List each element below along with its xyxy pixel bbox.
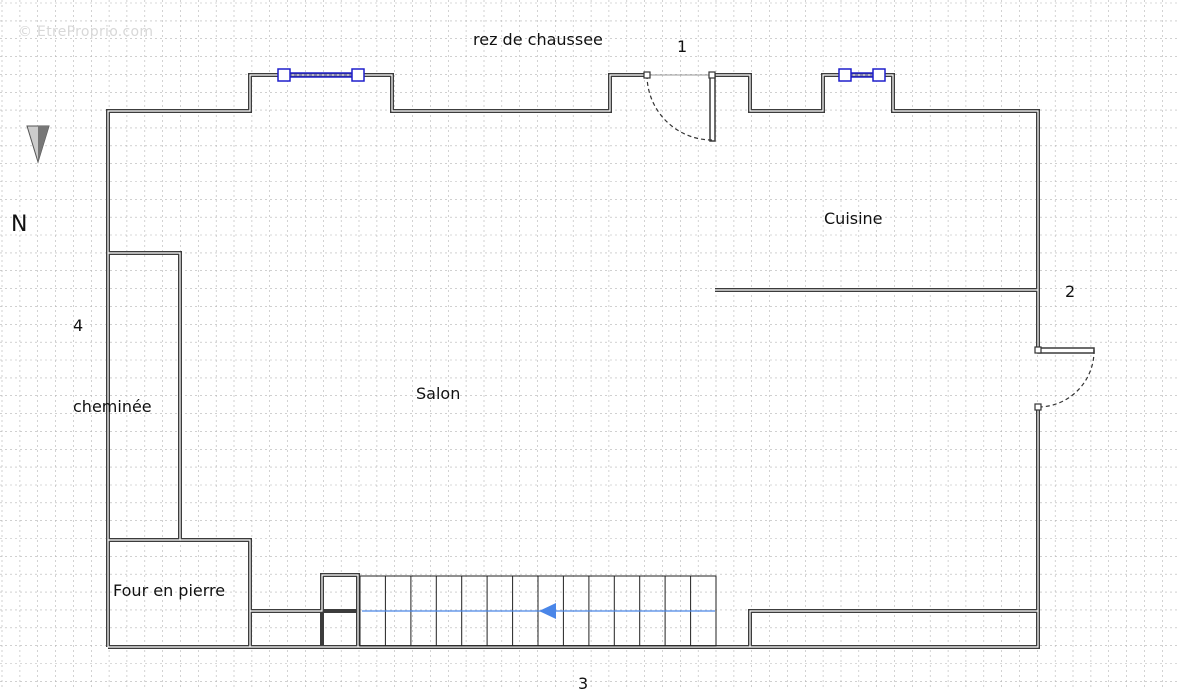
side-label-3: 3 (578, 674, 589, 693)
north-label: N (11, 212, 28, 237)
room-label-four: Four en pierre (113, 581, 226, 600)
south-counter (748, 609, 1038, 647)
side-label-2: 2 (1065, 282, 1076, 301)
stair-direction-arrow (539, 603, 556, 619)
room-label-cheminee: cheminée (73, 397, 152, 416)
side-label-1: 1 (677, 37, 688, 56)
room-label-cuisine: Cuisine (824, 209, 883, 228)
plan-title: rez de chaussee (473, 30, 603, 49)
door-north (643, 71, 716, 142)
doors (643, 71, 1095, 411)
staircase (359, 575, 717, 647)
door-east (1034, 346, 1095, 411)
stair-landing-inner (320, 609, 358, 647)
wall-inner-lines (107, 74, 1039, 648)
window-west (277, 68, 365, 82)
watermark: © EtreProprio.com (18, 24, 154, 40)
windows (277, 68, 886, 82)
side-label-4: 4 (73, 316, 84, 335)
window-east (838, 68, 886, 82)
north-wall (106, 73, 647, 647)
room-label-salon: Salon (416, 384, 461, 403)
north-arrow-icon (26, 125, 50, 164)
